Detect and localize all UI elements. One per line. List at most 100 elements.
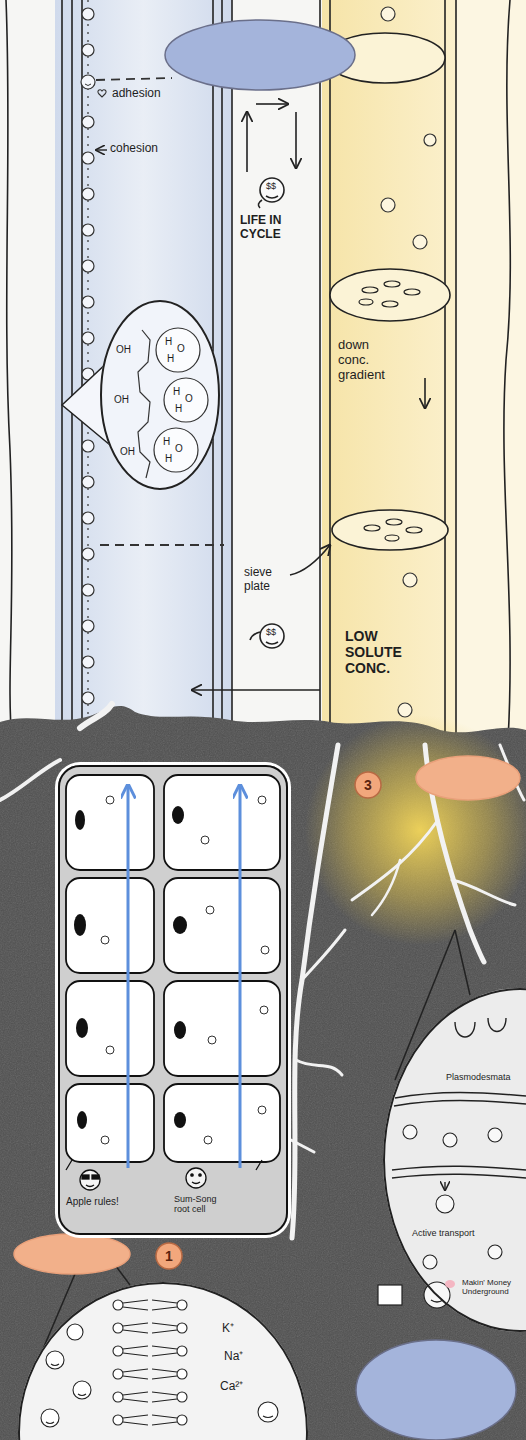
part-label: cohesion xyxy=(110,142,158,156)
cell-membrane-zoom xyxy=(488,1018,506,1032)
redaction-ovals xyxy=(14,20,520,1440)
water-chain xyxy=(98,90,106,97)
root-cells xyxy=(201,836,209,844)
phospholipid-bilayer xyxy=(113,1300,123,1310)
root-cells xyxy=(186,1168,206,1188)
cycle-arrows xyxy=(266,196,278,198)
root-cells xyxy=(82,1175,89,1179)
cell-membrane-zoom xyxy=(392,1166,526,1170)
root-cells xyxy=(174,1021,186,1039)
root-hairs xyxy=(291,1140,314,1152)
water-chain xyxy=(81,75,95,89)
sieve-plates xyxy=(330,269,450,321)
phospholipid-bilayer xyxy=(258,1402,278,1422)
cycle-arrows xyxy=(246,112,248,172)
root-cells xyxy=(127,785,130,1168)
root-cells xyxy=(164,878,280,973)
note-label: LIFE IN CYCLE xyxy=(240,214,300,242)
water-chain xyxy=(82,440,94,452)
zoom-circle: PlasmodesmataActive transportMakin' Mone… xyxy=(383,988,526,1332)
water-chain xyxy=(81,0,224,715)
cell-membrane-zoom xyxy=(395,1093,526,1099)
phospholipid-bilayer xyxy=(177,1346,187,1356)
atom-label: O xyxy=(175,443,183,455)
sieve-plates xyxy=(359,281,422,541)
phospholipid-bilayer xyxy=(152,1300,177,1425)
ion-label: K⁺ xyxy=(222,1322,234,1336)
part-label: sieve plate xyxy=(244,566,288,594)
phospholipid-bilayer xyxy=(113,1392,123,1402)
sieve-plates xyxy=(404,289,420,295)
phloem-faces xyxy=(381,198,395,212)
root-cells xyxy=(74,806,187,1129)
atom-label: H xyxy=(175,403,182,415)
root-cells xyxy=(191,1174,193,1176)
sieve-plates xyxy=(290,33,450,575)
phospholipid-bilayer xyxy=(177,1369,187,1379)
redaction-ovals xyxy=(356,1340,516,1440)
phospholipid-bilayer xyxy=(41,1324,278,1427)
phloem-faces xyxy=(424,134,436,146)
phospholipid-bilayer xyxy=(46,1351,64,1369)
root-cell-box: Apple rules!Sum-Song root cell xyxy=(58,765,288,1235)
cycle-arrows xyxy=(258,200,262,208)
root-cells xyxy=(58,765,288,1235)
vessel-walls xyxy=(455,0,457,748)
sieve-plates xyxy=(364,525,380,531)
root-cells xyxy=(192,1182,200,1184)
water-chain xyxy=(82,260,94,272)
root-hairs xyxy=(302,930,345,980)
water-chain xyxy=(82,476,94,488)
atom-label: H xyxy=(173,386,180,398)
vessel-walls xyxy=(329,0,331,748)
callout-circle-shape xyxy=(355,772,381,798)
cellulose-chain xyxy=(138,330,150,478)
phospholipid-bilayer xyxy=(177,1300,187,1310)
root-cells xyxy=(174,1112,186,1128)
chem-label: OH xyxy=(120,446,135,458)
redaction-ovals xyxy=(416,756,520,800)
cell-membrane-zoom xyxy=(378,1285,402,1305)
root-cells xyxy=(258,796,266,804)
ion-label: Na⁺ xyxy=(224,1350,243,1364)
root-cells xyxy=(77,1111,87,1129)
water-chain xyxy=(85,84,91,86)
callout-circle: 1 xyxy=(155,1242,183,1270)
root-cells xyxy=(74,914,86,936)
sieve-plates xyxy=(362,287,378,293)
face-eyes: $$ xyxy=(266,627,276,637)
root-hairs xyxy=(452,880,515,905)
cell-membrane-zoom xyxy=(444,1182,445,1190)
root-cells xyxy=(260,1006,268,1014)
vessel-walls xyxy=(6,0,510,748)
cell-membrane-zoom xyxy=(443,1133,457,1147)
note-label: Makin' Money Underground xyxy=(462,1278,520,1296)
sieve-plates xyxy=(385,535,399,541)
zoom-fills xyxy=(18,1282,308,1440)
sieve-plates xyxy=(424,378,426,408)
water-chain xyxy=(82,116,94,128)
root-hairs xyxy=(80,704,112,728)
sieve-plates xyxy=(386,519,402,525)
face-eyes: $$ xyxy=(266,181,276,191)
root-cells xyxy=(66,775,154,870)
phospholipid-bilayer xyxy=(177,1323,187,1333)
water-chain xyxy=(82,656,94,668)
root-hairs xyxy=(292,745,338,1238)
atom-label: O xyxy=(177,343,185,355)
phospholipid-bilayer xyxy=(177,1415,187,1425)
atom-label: H xyxy=(167,353,174,365)
water-chain xyxy=(82,296,94,308)
redaction-ovals xyxy=(165,20,355,90)
root-cells xyxy=(66,878,154,973)
phloem-faces xyxy=(398,703,412,717)
zoom-circle-shape xyxy=(19,1283,307,1440)
sieve-plates xyxy=(382,301,398,307)
root-cells xyxy=(75,810,85,830)
cell-membrane-zoom xyxy=(436,1195,454,1213)
water-chain xyxy=(96,149,107,150)
water-chain xyxy=(82,8,94,20)
vessel-walls xyxy=(231,0,233,745)
part-label: adhesion xyxy=(112,87,161,101)
